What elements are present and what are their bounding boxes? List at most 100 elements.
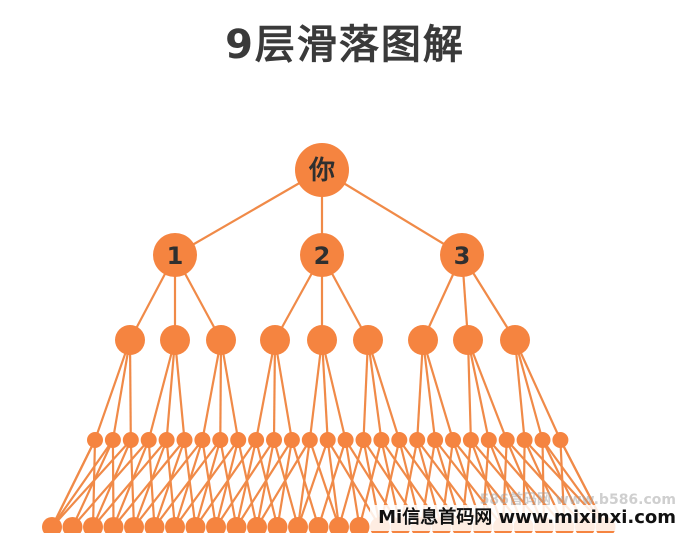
edge-level2-to-level3 — [416, 339, 425, 441]
level4-node — [288, 517, 308, 533]
level1-node-label: 3 — [454, 242, 471, 270]
level3-node — [355, 432, 372, 448]
watermark-ghost-text: 586首码网 www.b586.com — [479, 492, 676, 508]
level2-node — [408, 325, 438, 355]
level4-node — [144, 517, 165, 533]
edge-level2-to-level3 — [201, 339, 223, 441]
level1-node — [440, 233, 484, 277]
level4-node — [103, 517, 124, 533]
level3-node — [87, 432, 103, 448]
edge-level2-to-level3 — [513, 339, 562, 441]
edge-level3-to-level4 — [91, 439, 97, 528]
edge-level3-to-level4 — [290, 439, 320, 528]
edge-level3-to-level4 — [215, 439, 275, 528]
edge-level2-to-level3 — [320, 339, 347, 441]
edge-level3-to-level4 — [235, 439, 293, 528]
watermark-text: Mi信息首码网 www.mixinxi.com — [370, 505, 684, 531]
edge-level2-to-level3 — [147, 339, 177, 441]
edge-level3-to-level4 — [296, 439, 329, 528]
edge-level3-to-level4 — [51, 439, 132, 528]
edge-level3-to-level4 — [194, 439, 258, 528]
level3-node — [337, 432, 354, 448]
level3-node — [301, 432, 318, 448]
edge-level2-to-level3 — [320, 339, 329, 441]
level4-node — [185, 517, 206, 533]
level1-node-label: 2 — [314, 242, 331, 270]
edge-level2-to-level3 — [421, 339, 455, 441]
level4-node — [267, 517, 288, 533]
edge-level2-to-level3 — [366, 339, 383, 441]
level3-node — [498, 432, 515, 448]
edge-level2-to-level3 — [255, 339, 277, 441]
edge-level2-to-level3 — [219, 339, 223, 441]
level2-node — [307, 325, 337, 355]
diagram-title: 9层滑落图解 — [225, 22, 465, 68]
level3-node — [445, 432, 461, 448]
edge-root-to-level1 — [174, 169, 323, 256]
level2-node — [260, 325, 290, 355]
level4-node — [308, 517, 329, 533]
level2-node — [453, 325, 483, 355]
level3-node — [230, 432, 247, 448]
level2-node — [206, 325, 236, 355]
edge-level3-to-level4 — [337, 439, 365, 528]
level3-node — [427, 432, 444, 448]
edge-level3-to-level4 — [201, 439, 218, 528]
edge-level2-to-level3 — [219, 339, 240, 441]
edge-level2-to-level3 — [362, 339, 370, 441]
edge-level3-to-level4 — [165, 439, 177, 528]
edge-level2-to-level3 — [111, 339, 132, 441]
level4-node — [206, 517, 226, 533]
tree-edges — [51, 169, 607, 528]
level2-node — [115, 325, 145, 355]
edge-level2-to-level3 — [421, 339, 437, 441]
edge-level2-to-level3 — [466, 339, 508, 441]
edge-level3-to-level4 — [272, 439, 300, 528]
edge-level2-to-level3 — [165, 339, 177, 441]
edge-level3-to-level4 — [296, 439, 311, 528]
edge-level3-to-level4 — [358, 439, 383, 528]
level3-node — [104, 432, 121, 448]
edge-root-to-level1 — [321, 169, 463, 256]
edge-level3-to-level4 — [71, 439, 150, 528]
level1-node — [153, 233, 197, 277]
edge-level3-to-level4 — [219, 439, 238, 528]
level2-node — [160, 325, 190, 355]
edge-level3-to-level4 — [147, 439, 156, 528]
level4-node — [124, 517, 144, 533]
root-node-label: 你 — [308, 156, 335, 186]
level3-node — [266, 432, 282, 448]
edge-level2-to-level3 — [173, 339, 186, 441]
level3-node — [480, 432, 497, 448]
edge-level3-to-level4 — [133, 439, 204, 528]
edge-level3-to-level4 — [344, 439, 361, 528]
level3-node — [122, 432, 139, 448]
edge-level2-to-level3 — [366, 339, 401, 441]
edge-level3-to-level4 — [326, 439, 341, 528]
edge-level3-to-level4 — [317, 439, 347, 528]
level3-node — [194, 432, 211, 448]
level3-node — [516, 432, 533, 448]
level3-node — [176, 432, 193, 448]
level3-node — [283, 432, 300, 448]
edge-level3-to-level4 — [183, 439, 197, 528]
level2-node — [353, 325, 383, 355]
edge-level2-to-level3 — [93, 339, 132, 441]
edge-level3-to-level4 — [111, 439, 115, 528]
edge-level2-to-level3 — [272, 339, 277, 441]
edge-level3-to-level4 — [256, 439, 311, 528]
level3-node — [409, 432, 426, 448]
edge-level3-to-level4 — [255, 439, 279, 528]
level2-node — [500, 325, 530, 355]
edge-level2-to-level3 — [513, 339, 544, 441]
level4-node — [349, 517, 370, 533]
root-node — [295, 143, 349, 197]
level4-node — [83, 517, 103, 533]
level4-node — [226, 517, 247, 533]
level3-node — [373, 432, 390, 448]
level3-node — [212, 432, 229, 448]
edge-level2-to-level3 — [466, 339, 490, 441]
level1-node — [300, 233, 344, 277]
